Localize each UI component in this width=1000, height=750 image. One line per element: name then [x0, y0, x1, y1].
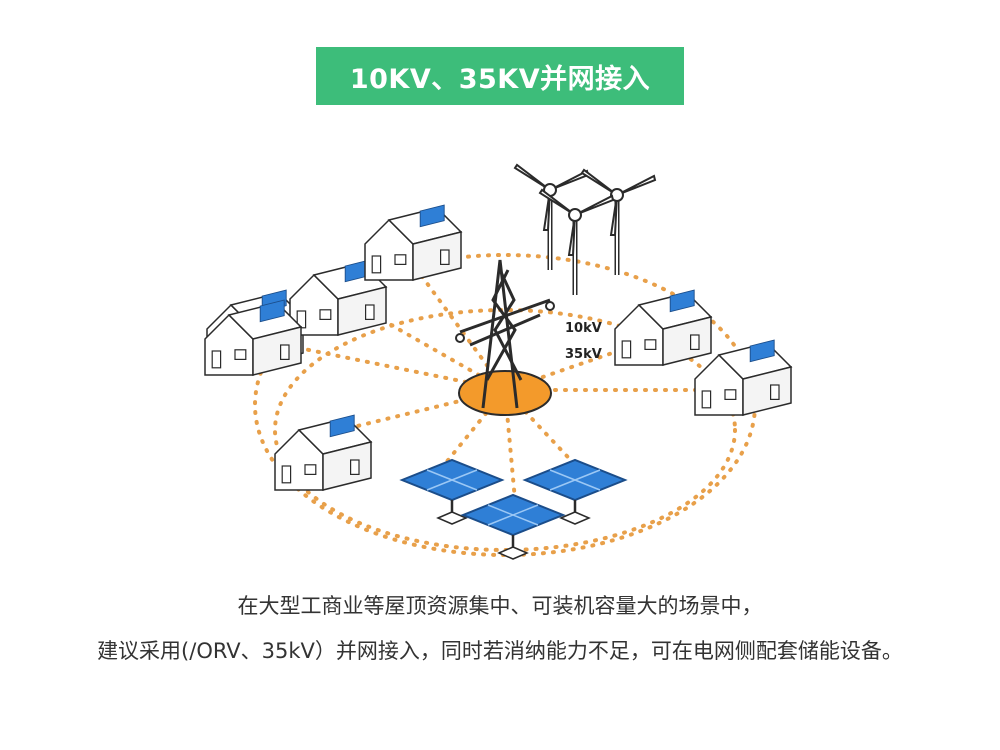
voltage-label-10kv: 10kV [565, 321, 602, 336]
transmission-tower-icon: 10kV 35kV [455, 259, 602, 416]
caption-line-2: 建议采用(/ORV、35kV）并网接入，同时若消纳能力不足，可在电网侧配套储能设… [97, 639, 903, 663]
title-banner: 10KV、35KV并网接入 [316, 47, 684, 105]
house-icon [364, 204, 462, 281]
voltage-label-35kv: 35kV [565, 347, 602, 362]
caption-line-1: 在大型工商业等屋顶资源集中、可装机容量大的场景中， [237, 594, 763, 618]
wind-turbine-icon [515, 165, 655, 295]
page-title: 10KV、35KV并网接入 [349, 63, 651, 95]
grid-illustration: 10kV 35kV [204, 140, 792, 561]
house-icon [614, 289, 712, 366]
